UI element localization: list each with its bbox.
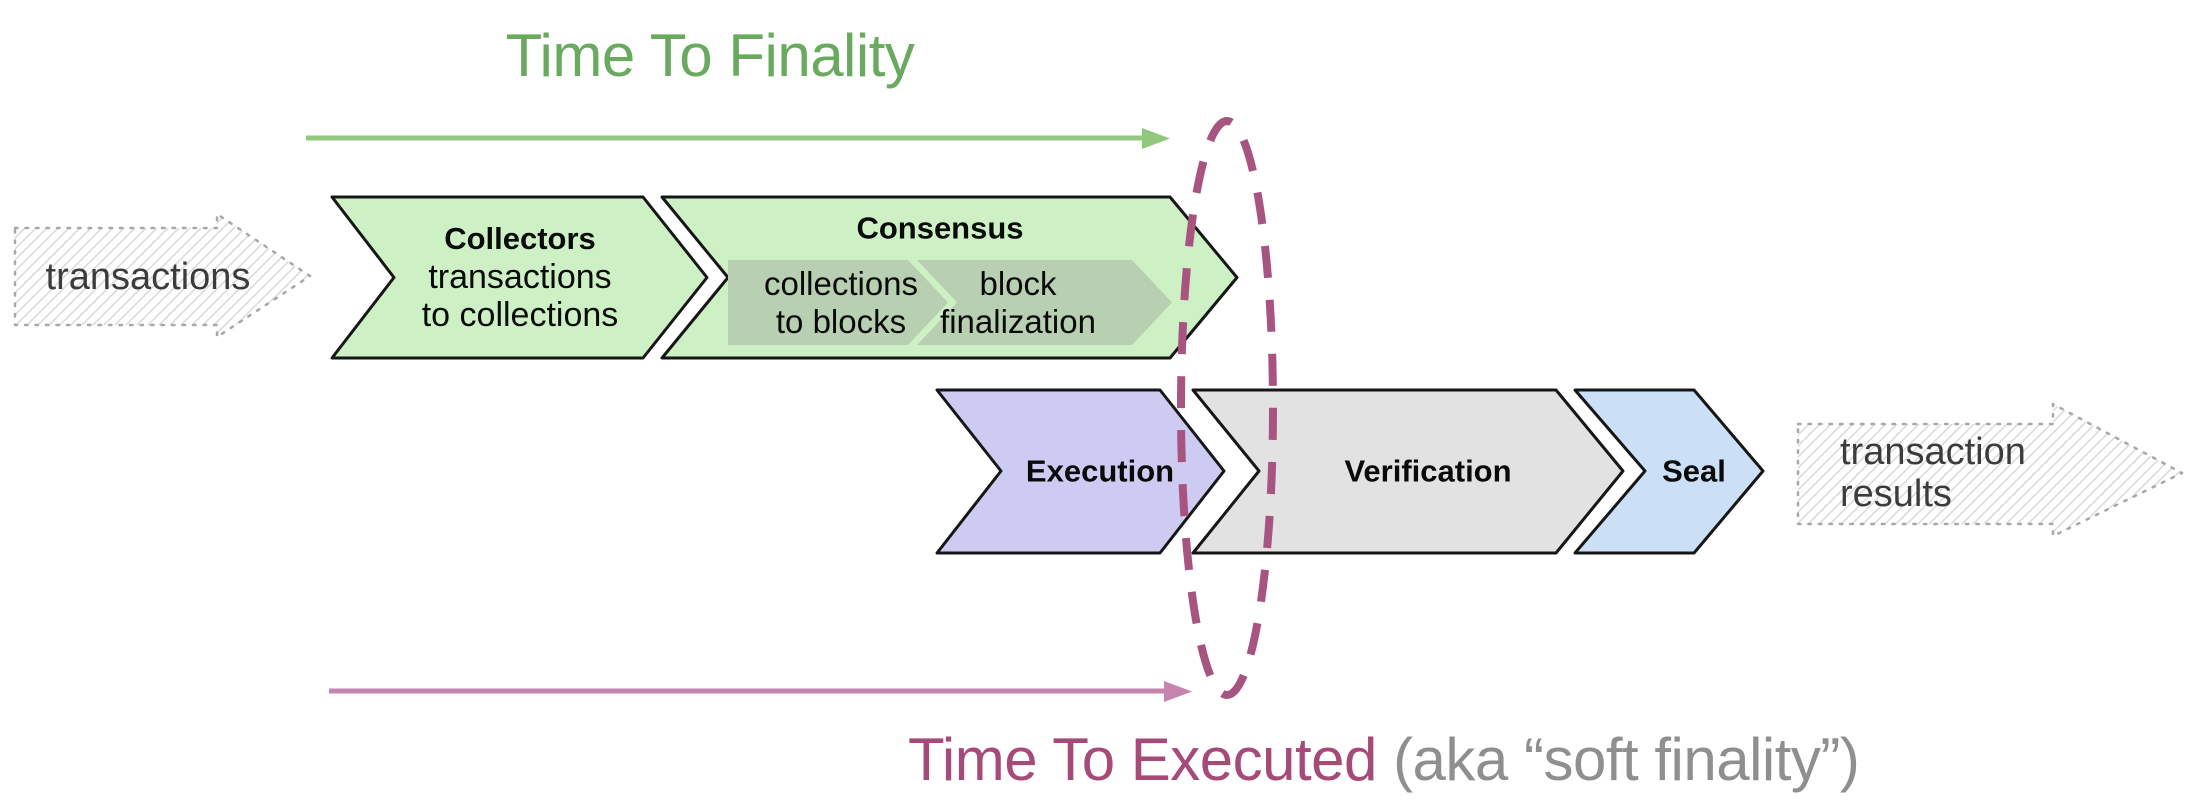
seal-title: Seal <box>1662 453 1726 489</box>
collectors-stage-shape <box>330 195 709 360</box>
time-to-finality-title: Time To Finality <box>505 22 915 89</box>
block-finalization-substage-shape <box>917 260 1172 345</box>
collectors-title: Collectors <box>444 221 596 256</box>
block-finalization-line2: finalization <box>940 303 1096 340</box>
transactions-input-label: transactions <box>45 256 251 298</box>
time-to-executed-label: Time To Executed <box>908 726 1377 793</box>
collections-to-blocks-line2: to blocks <box>775 303 907 340</box>
block-finalization-label: block finalization <box>940 265 1096 341</box>
collectors-subtitle-line1: transactions <box>428 258 612 296</box>
collectors-subtitle-line2: to collections <box>421 296 619 334</box>
transaction-results-output-arrow <box>1796 402 2184 538</box>
collections-to-blocks-label: collections to blocks <box>764 265 918 341</box>
transaction-results-line1: transaction <box>1840 431 2026 473</box>
transaction-results-output-label: transaction results <box>1840 431 2026 515</box>
time-to-finality-arrowhead <box>1142 128 1170 149</box>
seal-stage-shape <box>1573 388 1765 555</box>
block-finalization-line1: block <box>979 265 1057 302</box>
soft-finality-suffix: (aka “soft finality”) <box>1393 726 1860 793</box>
collections-to-blocks-line1: collections <box>763 265 919 302</box>
execution-title: Execution <box>1025 453 1175 489</box>
time-to-executed-title: Time To Executed (aka “soft finality”) <box>908 726 1860 793</box>
transaction-results-line2: results <box>1840 473 1952 515</box>
collections-to-blocks-substage-shape <box>728 260 948 345</box>
time-to-executed-arrowhead <box>1164 681 1192 702</box>
collectors-stage-label: Collectors transactions to collections <box>422 220 619 334</box>
soft-finality-ellipse <box>1177 117 1277 699</box>
transactions-input-arrow <box>13 212 312 339</box>
verification-title: Verification <box>1344 453 1512 489</box>
execution-stage-shape <box>935 388 1226 555</box>
consensus-title: Consensus <box>856 210 1024 246</box>
verification-stage-shape <box>1191 388 1625 555</box>
